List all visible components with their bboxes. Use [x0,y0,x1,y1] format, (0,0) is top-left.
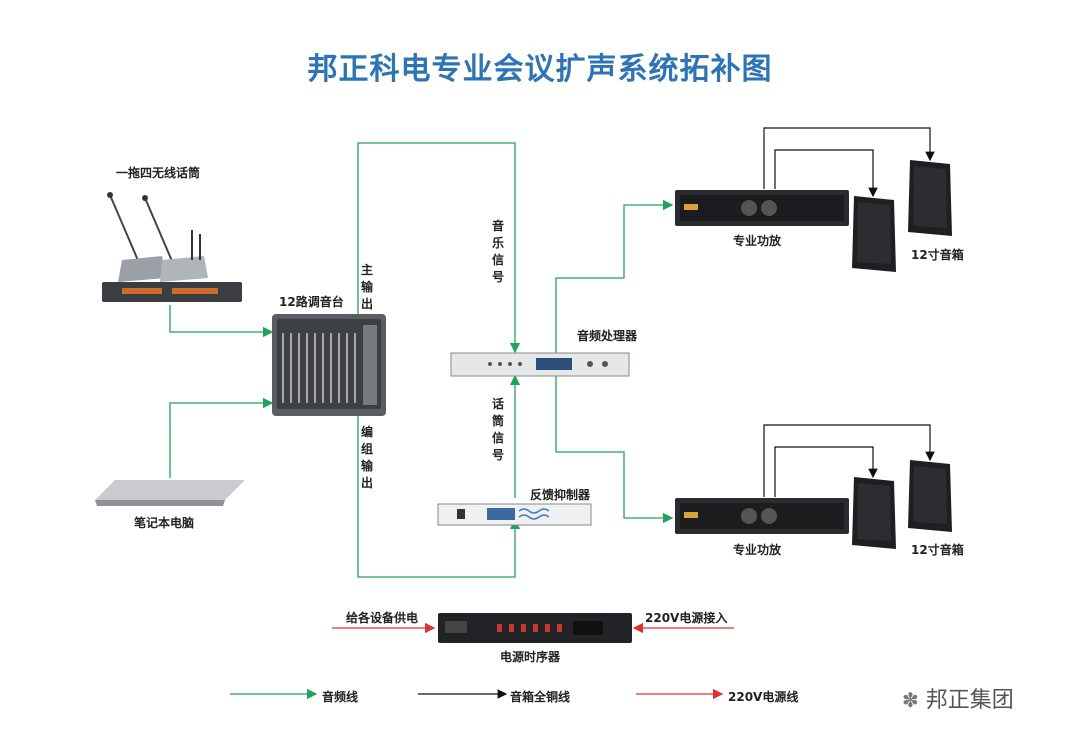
speaker-top-right-icon [908,160,952,236]
feedback-suppressor-icon [437,503,592,526]
wire-laptop-to-mixer [169,397,274,478]
label-amp-bottom: 专业功放 [733,543,782,557]
speaker-lines [763,127,935,497]
wechat-icon: ✽ [902,688,919,712]
watermark: ✽ 邦正集团 [902,682,1014,714]
legend-speaker-label: 音箱全铜线 [510,690,571,704]
mixer-icon [272,314,386,416]
wire-processor-to-amp-top [555,199,674,355]
label-music-signal: 音乐信号 [491,219,504,284]
speaker-bottom-right-icon [908,460,952,532]
wire-group-out [357,402,521,578]
label-processor: 音频处理器 [577,329,638,343]
label-amp-top: 专业功放 [733,234,782,248]
legend-power-label: 220V电源线 [728,690,799,704]
wire-processor-to-amp-bottom [555,376,674,524]
label-speaker-top: 12寸音箱 [911,248,964,262]
speaker-top-left-icon [852,196,896,272]
wireless-mic-icon [102,192,242,302]
label-wireless-mic: 一拖四无线话筒 [116,166,201,180]
amplifier-bottom-icon [675,498,849,534]
wire-mic-to-mixer [169,305,274,338]
label-speaker-bottom: 12寸音箱 [911,543,964,557]
label-mic-signal: 话筒信号 [491,397,504,462]
watermark-text: 邦正集团 [925,688,1014,713]
legend-audio-label: 音频线 [322,690,359,704]
diagram-title: 邦正科电专业会议扩声系统拓补图 [307,52,773,87]
laptop-icon [95,480,245,506]
label-power-supply: 给各设备供电 [346,611,419,625]
speaker-bottom-left-icon [852,477,896,549]
label-power-sequencer: 电源时序器 [500,650,561,664]
label-group-out: 编组输出 [360,425,373,490]
label-laptop: 笔记本电脑 [134,516,195,530]
label-mixer: 12路调音台 [279,295,344,309]
amplifier-top-icon [675,190,849,226]
audio-processor-icon [450,352,630,377]
audio-lines [169,142,674,578]
label-main-out: 主输出 [360,263,373,311]
label-power-input: 220V电源接入 [645,611,728,625]
label-feedback: 反馈抑制器 [530,488,591,502]
power-sequencer-icon [438,613,632,643]
wire-main-out [357,142,521,354]
